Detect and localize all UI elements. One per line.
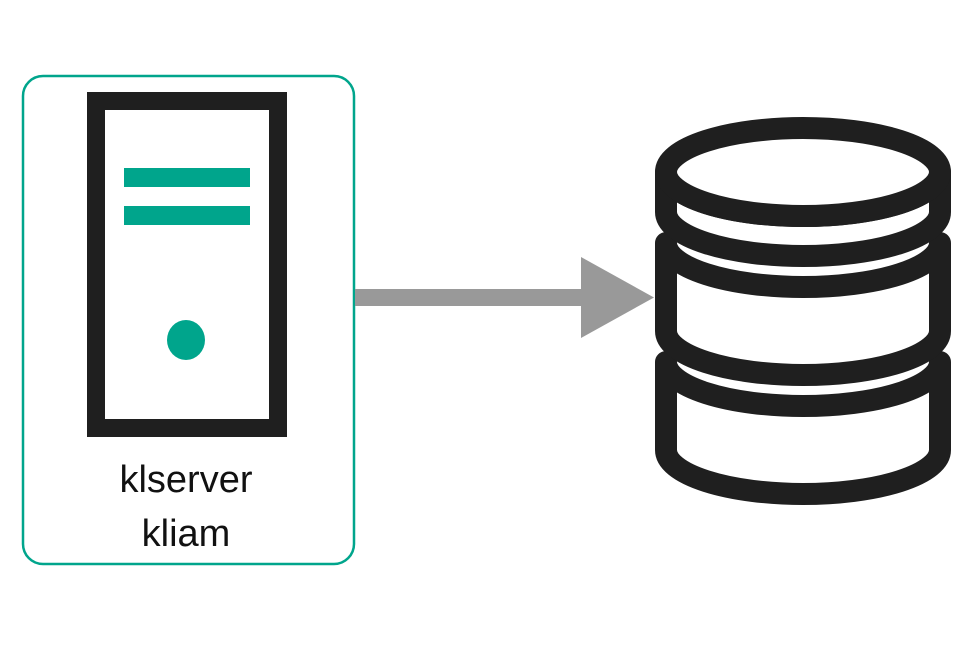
server-indicator-bar-2 xyxy=(124,206,250,225)
arrow-head-icon xyxy=(581,257,654,338)
database-disc-bottom xyxy=(655,351,951,505)
server-indicator-bar-1 xyxy=(124,168,250,187)
server-power-led-icon xyxy=(167,320,205,360)
server-node-label-line1: klserver xyxy=(119,459,252,501)
server-to-database-arrow[interactable] xyxy=(355,257,654,338)
database-cylinder-icon[interactable] xyxy=(655,117,951,505)
server-chassis-frame xyxy=(87,92,287,437)
arrow-shaft xyxy=(355,289,582,306)
server-node[interactable]: klserver kliam xyxy=(21,74,356,566)
database-top-rim xyxy=(655,117,951,227)
database-disc-middle xyxy=(655,232,951,386)
server-node-label-line2: kliam xyxy=(142,513,231,555)
server-tower-icon xyxy=(87,92,287,437)
